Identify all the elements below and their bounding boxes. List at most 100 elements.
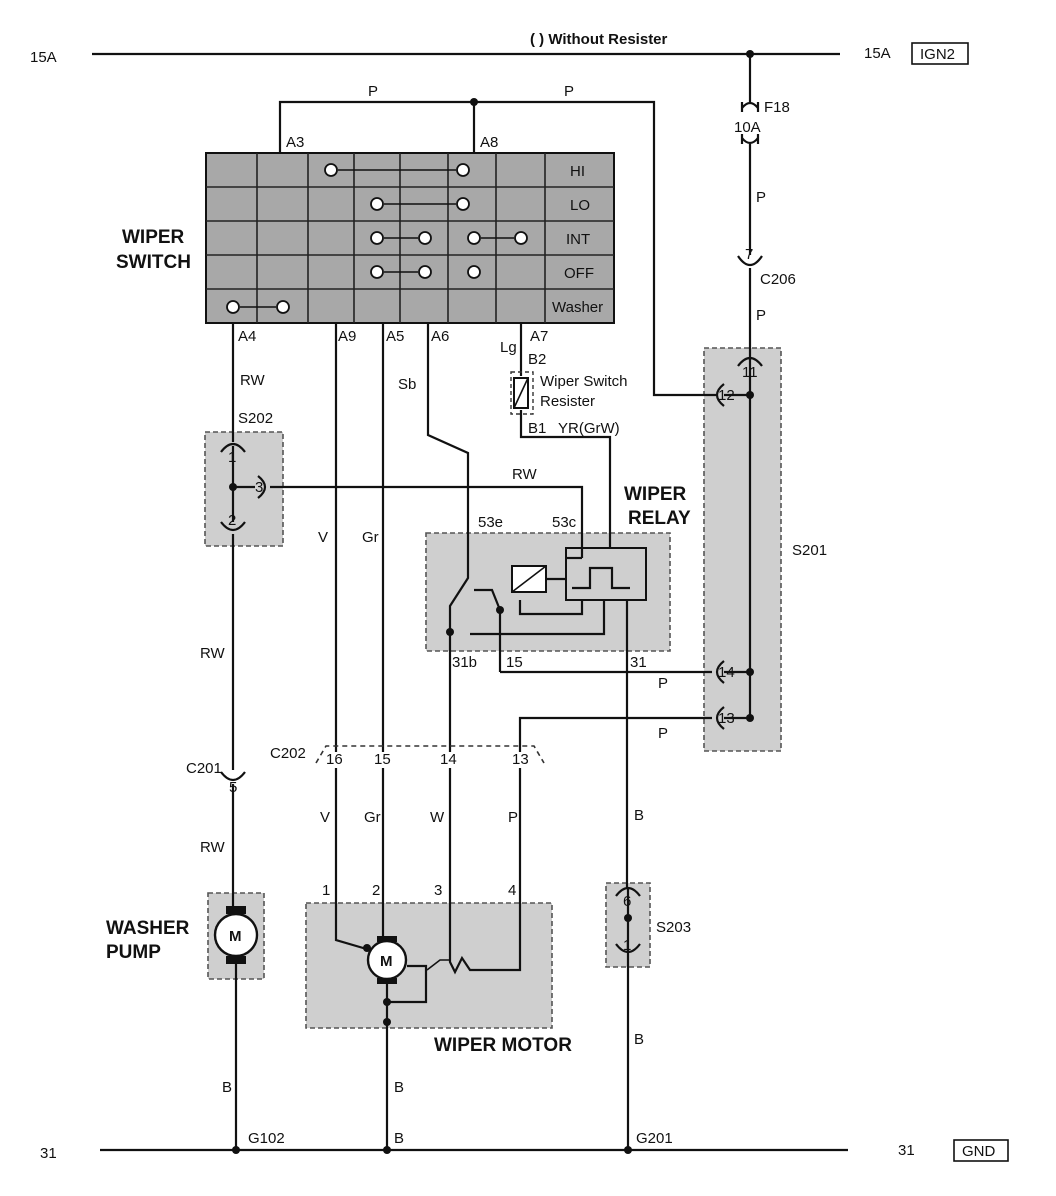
s203-label: S203 (656, 919, 691, 936)
c202-pin14: 14 (440, 751, 457, 768)
gnd-badge: GND (962, 1143, 996, 1160)
washer-pump-motor (213, 906, 259, 964)
c201-label: C201 (186, 760, 222, 777)
top-rail-left: 15A (30, 49, 57, 66)
wire-v-top: V (318, 529, 328, 546)
s201-box (703, 347, 782, 752)
wiper-motor-title: WIPER MOTOR (434, 1035, 572, 1056)
c206-connector (737, 255, 763, 267)
switch-contacts (226, 163, 528, 314)
s201-label: S201 (792, 542, 827, 559)
c202-connector (315, 745, 545, 764)
wire-rw-mid: RW (200, 645, 226, 662)
pin-a8: A8 (480, 134, 498, 151)
washer-pump-title-1: WASHER (106, 918, 190, 939)
wire-b-pump: B (222, 1079, 232, 1096)
washer-pump-m: M (229, 928, 242, 945)
wiper-switch-resister (510, 371, 534, 415)
ign2-badge: IGN2 (920, 46, 955, 63)
wiper-relay-title-1: WIPER (624, 484, 687, 505)
ground-g102: G102 (248, 1130, 285, 1147)
wire-p-fuse: P (756, 189, 766, 206)
c201-connector (220, 771, 246, 782)
switch-row-off: OFF (564, 265, 594, 282)
resister-label-1: Wiper Switch (540, 373, 628, 390)
wiper-motor-m: M (380, 953, 393, 970)
washer-pump-title-2: PUMP (106, 942, 161, 963)
wiper-switch-title-1: WIPER (122, 227, 185, 248)
relay-pin-15: 15 (506, 654, 523, 671)
c202-pin15: 15 (374, 751, 391, 768)
s202-splice (220, 442, 267, 532)
wire-p-top2: P (564, 83, 574, 100)
c202-pin16: 16 (326, 751, 343, 768)
fuse-rating: 10A (734, 119, 761, 136)
s202-label: S202 (238, 410, 273, 427)
bottom-rail-right: 31 (898, 1142, 915, 1159)
wiper-switch-title-2: SWITCH (116, 252, 191, 273)
wire-b-s203: B (634, 1031, 644, 1048)
relay-pin-53c: 53c (552, 514, 577, 531)
fuse-name: F18 (764, 99, 790, 116)
motor-pin-3: 3 (434, 882, 442, 899)
wire-gr-low: Gr (364, 809, 381, 826)
pin-a4: A4 (238, 328, 256, 345)
wire-p-13: P (658, 725, 668, 742)
switch-row-hi: HI (570, 163, 585, 180)
wire-rw-a4: RW (240, 372, 266, 389)
s201-pin11: 11 (742, 364, 758, 381)
pin-a6: A6 (431, 328, 449, 345)
top-rail-right: 15A (864, 45, 891, 62)
c206-label: C206 (760, 271, 796, 288)
wire-lg: Lg (500, 339, 517, 356)
wire-yr: YR(GrW) (558, 420, 620, 437)
wiper-motor-symbol (363, 936, 450, 1150)
switch-row-washer: Washer (552, 299, 603, 316)
s202-pin1: 1 (228, 449, 236, 466)
s203-splice (615, 886, 641, 1150)
relay-pin-31: 31 (630, 654, 647, 671)
s202-pin3: 3 (255, 479, 263, 496)
wire-b-motor: B (394, 1079, 404, 1096)
s202-pin2: 2 (228, 512, 236, 529)
wire-rw-low: RW (200, 839, 226, 856)
switch-row-lo: LO (570, 197, 590, 214)
s201-splice (715, 356, 763, 730)
s203-pin1: 1 (623, 937, 631, 954)
relay-internals (446, 547, 712, 888)
motor-pin-2: 2 (372, 882, 380, 899)
motor-pin-4: 4 (508, 882, 516, 899)
s201-pin14: 14 (718, 664, 735, 681)
relay-pin-53e: 53e (478, 514, 503, 531)
wire-p-14: P (658, 675, 668, 692)
wiper-motor-box (305, 902, 553, 1029)
relay-pin-31b: 31b (452, 654, 477, 671)
resister-pin-b2: B2 (528, 351, 546, 368)
wiper-relay-box (425, 532, 671, 652)
s201-pin13: 13 (718, 710, 735, 727)
gnd-badge-box (953, 1139, 1009, 1162)
fuse-f18 (740, 101, 760, 145)
wire-p-top1: P (368, 83, 378, 100)
top-rail-note: ( ) Without Resister (530, 31, 668, 48)
c206-pin: 7 (745, 246, 753, 263)
wire-b-relay: B (634, 807, 644, 824)
ground-g201: G201 (636, 1130, 673, 1147)
c201-pin5: 5 (229, 779, 237, 796)
s203-pin6: 6 (623, 893, 631, 910)
wiper-relay-title-2: RELAY (628, 508, 691, 529)
ign2-badge-box (911, 42, 969, 65)
wire-w-low: W (430, 809, 445, 826)
switch-row-int: INT (566, 231, 590, 248)
s201-pin12: 12 (718, 387, 735, 404)
c202-label: C202 (270, 745, 306, 762)
wire-gr-top: Gr (362, 529, 379, 546)
wire-p-c206: P (756, 307, 766, 324)
motor-pin-1: 1 (322, 882, 330, 899)
pin-a9: A9 (338, 328, 356, 345)
wire-b-ground: B (394, 1130, 404, 1147)
c202-pin13: 13 (512, 751, 529, 768)
bottom-rail-left: 31 (40, 1145, 57, 1162)
pin-a7: A7 (530, 328, 548, 345)
